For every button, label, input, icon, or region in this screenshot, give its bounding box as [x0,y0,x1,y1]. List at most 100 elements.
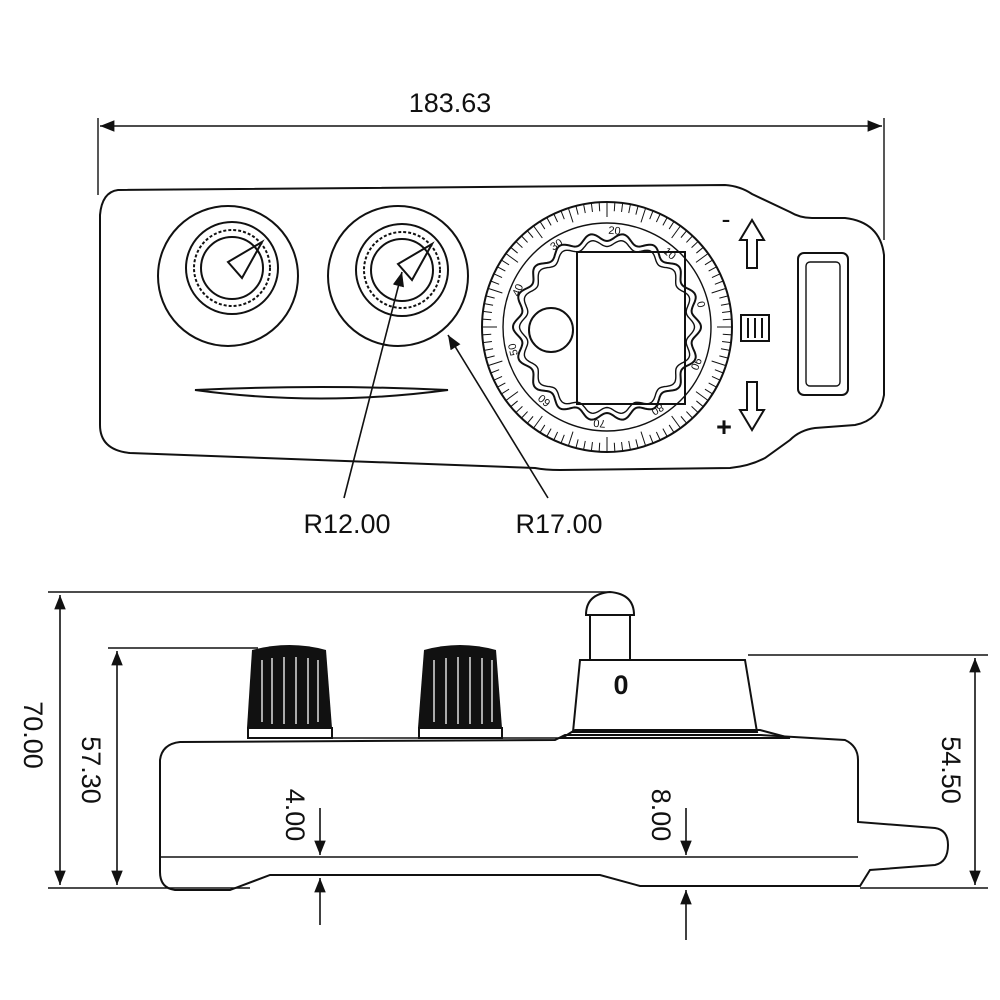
dial-tick [484,348,494,351]
dial-tick [649,434,654,444]
grip-slot-inner [805,261,841,387]
dial-tick [553,431,559,441]
dial-tick [708,266,717,272]
dial-tick [714,369,724,374]
dial-tick [493,273,503,279]
arrow-up-icon [738,218,766,269]
dial-tick [487,287,503,294]
dial-tick [485,295,495,299]
dial-tick [485,355,495,359]
side-knob-left-base [247,727,333,739]
dial-number: 50 [506,342,521,357]
dial-tick [484,303,494,306]
dial-tick [680,416,688,424]
side-knob-right [418,645,503,739]
dial-tick [671,415,681,429]
knob-right-knurl [363,231,441,309]
dial-tick [553,213,559,223]
dial-tick [539,424,546,433]
knob-right-body [355,223,449,317]
dial-tick [497,382,506,388]
side-knob-right-base [418,727,503,739]
dial-tick [575,439,579,449]
dial-tick [497,266,506,272]
dial-tick [583,440,586,450]
side-view: 70.00 57.30 54.50 [18,590,988,940]
radius-small-leader [343,271,404,499]
handwheel-scale-inner-circle [502,222,712,432]
selector-knob-left [157,205,299,347]
dial-tick [490,369,500,374]
dial-tick [575,205,579,215]
dial-tick [711,375,721,381]
handwheel-crank-handle [528,307,574,353]
side-body-outline [159,734,950,891]
dial-tick [649,210,654,220]
body-height-label: 57.30 [76,736,106,804]
multiplier-switch [740,314,770,342]
dial-tick [490,280,500,285]
dial-tick [662,217,668,226]
radius-large-label: R17.00 [515,509,602,539]
dial-tick [628,440,631,450]
dial-tick [719,355,729,359]
handwheel-scale-ticks [482,202,732,452]
dial-tick [722,310,732,313]
total-height-label: 70.00 [18,701,48,769]
dial-number: 0 [694,300,707,309]
dial-tick [567,207,574,223]
dial-tick [695,391,709,401]
radius-large-leader [447,334,549,499]
dial-tick [583,204,586,214]
dial-tick [720,303,730,306]
minus-sign: - [722,204,731,234]
dial-tick [720,348,730,351]
dial-tick [501,259,510,266]
dial-tick [598,442,601,452]
dial-tick [621,202,624,212]
dial-tick [655,213,661,223]
width-dimension-label: 183.63 [409,88,492,118]
dial-tick [668,221,675,230]
dial-tick [628,204,631,214]
side-knob-left [247,645,333,739]
dial-tick [714,280,724,285]
dial-tick [696,400,704,408]
radius-small-label: R12.00 [303,509,390,539]
dial-tick [515,406,523,413]
offset-b-label: 8.00 [646,789,676,842]
side-crank-stem [589,614,631,661]
dial-tick [613,442,616,452]
dial-tick [567,431,574,447]
dial-tick [711,273,721,279]
handwheel-grip-ring [511,233,703,421]
dial-tick [711,360,727,367]
dial-tick [640,431,647,447]
dial-tick [482,333,492,336]
side-knob-right-body [418,645,502,728]
side-knob-left-body [247,645,332,728]
dial-tick [501,388,510,395]
handwheel-grip-ring-inner [518,239,696,415]
dial-tick [722,341,732,344]
knob-left-body [185,221,279,315]
handle-groove [194,386,449,400]
dial-tick [533,415,543,429]
dial-tick [539,221,546,230]
dial-tick [708,382,717,388]
dial-tick [505,391,519,401]
dial-tick [635,205,639,215]
knob-right-outer-ring [327,205,469,347]
dial-tick [613,202,616,212]
dial-tick [533,225,543,239]
dial-number: 40 [510,282,526,298]
dial-tick [560,434,565,444]
dial-tick [722,318,732,321]
dial-tick [711,287,727,294]
dial-tick [598,202,601,212]
dial-tick [704,259,713,266]
arrow-down-icon [738,381,766,432]
dial-tick [680,230,688,238]
dial-tick [691,406,699,413]
dial-tick [621,442,624,452]
